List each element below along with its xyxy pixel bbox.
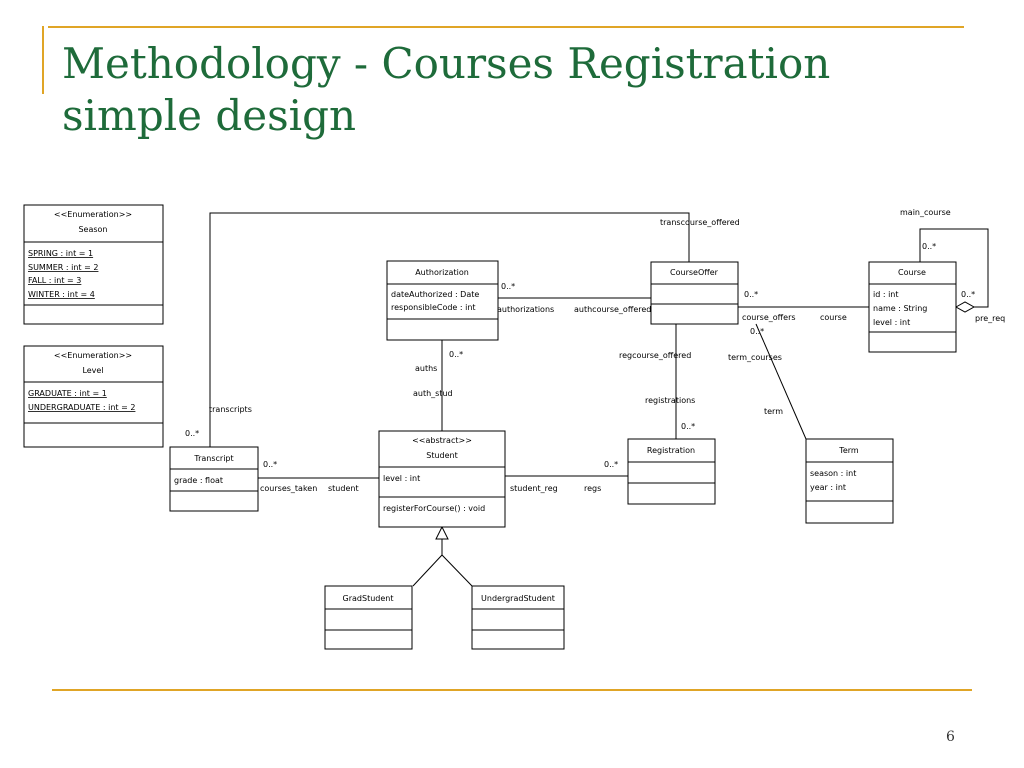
left-accent-line — [42, 26, 44, 94]
class-level-stereotype: <<Enumeration>> — [54, 351, 132, 360]
role-label: pre_req — [975, 314, 1005, 323]
role-label: course — [820, 313, 847, 322]
aggregation-diamond-icon — [954, 301, 976, 313]
class-gradstudent: GradStudent — [324, 585, 413, 650]
courseoffer-term-association — [755, 323, 807, 440]
class-term: Term season : int year : int — [805, 438, 894, 524]
role-label: transcripts — [209, 405, 252, 414]
class-attribute: level : int — [873, 318, 910, 327]
class-season-name: Season — [78, 225, 107, 234]
class-level-name: Level — [82, 366, 103, 375]
slide-title: Methodology - Courses Registration simpl… — [62, 38, 830, 142]
role-label: main_course — [900, 208, 951, 217]
title-line-2: simple design — [62, 91, 356, 140]
class-transcript: Transcript grade : float — [169, 446, 259, 512]
class-level-box — [23, 345, 164, 448]
enum-literal: WINTER : int = 4 — [28, 290, 95, 299]
enum-literal: SPRING : int = 1 — [28, 249, 93, 258]
multiplicity-label: 0..* — [449, 350, 463, 359]
role-label: transcourse_offered — [660, 218, 740, 227]
role-label: course_offers — [742, 313, 796, 322]
class-authorization-name: Authorization — [415, 268, 469, 277]
role-label: authorizations — [497, 305, 554, 314]
transcript-courseoffer-association — [209, 212, 690, 447]
class-operation: registerForCourse() : void — [383, 504, 485, 513]
role-label: registrations — [645, 396, 695, 405]
enum-literal: SUMMER : int = 2 — [28, 263, 98, 272]
class-season-stereotype: <<Enumeration>> — [54, 210, 132, 219]
class-transcript-box — [169, 446, 259, 512]
class-gradstudent-box — [324, 585, 413, 650]
gradstudent-generalization-line — [412, 554, 443, 587]
role-label: term — [764, 407, 783, 416]
enum-literal: GRADUATE : int = 1 — [28, 389, 107, 398]
role-label: term_courses — [728, 353, 782, 362]
role-label: student — [328, 484, 359, 493]
class-attribute: id : int — [873, 290, 899, 299]
class-courseoffer-box — [650, 261, 739, 325]
class-student: <<abstract>> Student level : int registe… — [378, 430, 506, 528]
class-attribute: level : int — [383, 474, 420, 483]
top-accent-line — [48, 26, 964, 28]
class-attribute: dateAuthorized : Date — [391, 290, 479, 299]
class-attribute: name : String — [873, 304, 927, 313]
class-attribute: grade : float — [174, 476, 223, 485]
multiplicity-label: 0..* — [185, 429, 199, 438]
generalization-arrow-icon — [435, 525, 449, 540]
enum-literal: FALL : int = 3 — [28, 276, 81, 285]
role-label: auth_stud — [413, 389, 453, 398]
multiplicity-label: 0..* — [604, 460, 618, 469]
multiplicity-label: 0..* — [681, 422, 695, 431]
multiplicity-label: 0..* — [744, 290, 758, 299]
multiplicity-label: 0..* — [263, 460, 277, 469]
class-gradstudent-name: GradStudent — [343, 594, 394, 603]
class-season: <<Enumeration>> Season SPRING : int = 1 … — [23, 204, 164, 325]
role-label: courses_taken — [260, 484, 317, 493]
class-registration: Registration — [627, 438, 716, 505]
class-course: Course id : int name : String level : in… — [868, 261, 957, 353]
multiplicity-label: 0..* — [961, 290, 975, 299]
title-line-1: Methodology - Courses Registration — [62, 39, 831, 88]
class-term-name: Term — [838, 446, 859, 455]
class-courseoffer: CourseOffer — [650, 261, 739, 325]
class-undergradstudent: UndergradStudent — [471, 585, 565, 650]
class-authorization: Authorization dateAuthorized : Date resp… — [386, 260, 499, 341]
class-attribute: responsibleCode : int — [391, 303, 476, 312]
slide-number: 6 — [946, 729, 955, 745]
multiplicity-label: 0..* — [750, 327, 764, 336]
multiplicity-label: 0..* — [501, 282, 515, 291]
class-course-name: Course — [898, 268, 926, 277]
bottom-accent-line — [52, 689, 972, 691]
role-label: authcourse_offered — [574, 305, 651, 314]
course-prereq-self-association — [919, 228, 989, 308]
class-course-box — [868, 261, 957, 353]
class-season-box — [23, 204, 164, 325]
class-student-stereotype: <<abstract>> — [412, 436, 472, 445]
class-authorization-box — [386, 260, 499, 341]
role-label: student_reg — [510, 484, 558, 493]
undergradstudent-generalization-line — [441, 554, 473, 587]
class-level: <<Enumeration>> Level GRADUATE : int = 1… — [23, 345, 164, 448]
class-undergradstudent-box — [471, 585, 565, 650]
class-courseoffer-name: CourseOffer — [670, 268, 719, 277]
class-student-box — [378, 430, 506, 528]
class-registration-name: Registration — [647, 446, 695, 455]
class-attribute: year : int — [810, 483, 846, 492]
enum-literal: UNDERGRADUATE : int = 2 — [28, 403, 135, 412]
role-label: regs — [584, 484, 601, 493]
class-term-box — [805, 438, 894, 524]
role-label: regcourse_offered — [619, 351, 691, 360]
class-attribute: season : int — [810, 469, 856, 478]
class-transcript-name: Transcript — [193, 454, 233, 463]
class-student-name: Student — [426, 451, 458, 460]
multiplicity-label: 0..* — [922, 242, 936, 251]
role-label: auths — [415, 364, 437, 373]
class-undergradstudent-name: UndergradStudent — [481, 594, 555, 603]
class-registration-box — [627, 438, 716, 505]
